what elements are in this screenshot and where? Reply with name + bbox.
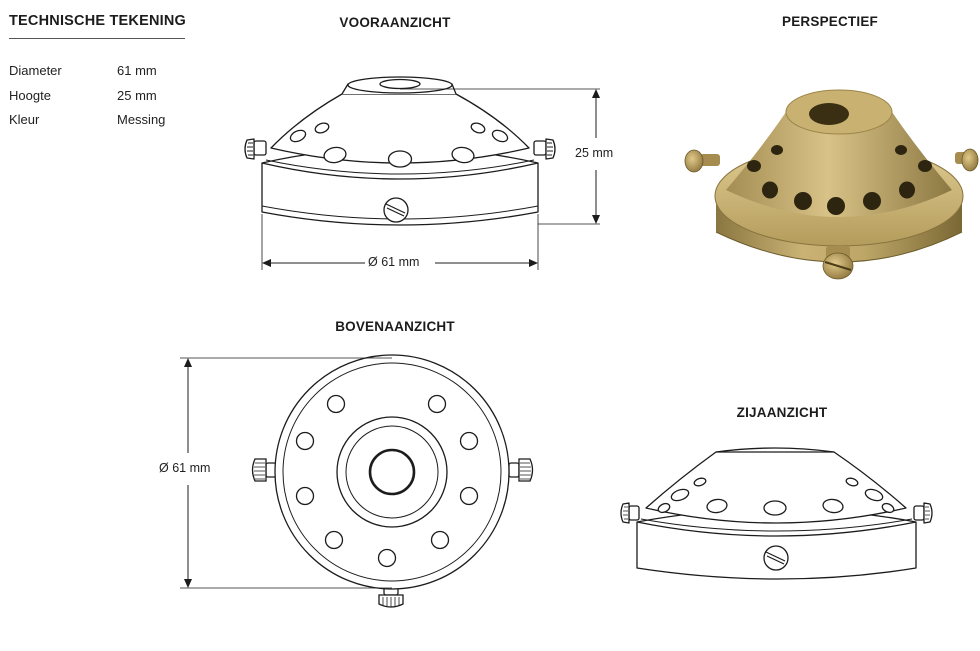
front-height-dimension-label: 25 mm	[575, 146, 614, 160]
side-view-vent-holes	[657, 477, 895, 516]
front-view-left-screw	[244, 138, 267, 160]
top-view-left-screw	[251, 458, 277, 482]
spec-label: Diameter	[9, 63, 62, 78]
perspective-front-screw	[822, 246, 854, 280]
side-view-right-screw	[913, 502, 933, 524]
spec-value: 25 mm	[117, 88, 157, 103]
top-view-vent-holes	[295, 394, 479, 568]
top-diameter-dimension-label: Ø 61 mm	[159, 461, 211, 475]
specs-title: TECHNISCHE TEKENING	[9, 13, 187, 29]
top-view-outer-rim	[274, 354, 510, 590]
top-view-dimensions	[180, 357, 392, 589]
top-view	[251, 354, 534, 608]
front-view-center-hole	[379, 78, 421, 90]
front-view-body	[261, 163, 539, 226]
spec-row-height: Hoogte 25 mm	[9, 88, 229, 106]
top-view-right-screw	[508, 458, 534, 482]
side-view	[620, 447, 933, 580]
perspective-left-screw	[684, 149, 720, 173]
spec-label: Kleur	[9, 112, 40, 127]
side-view-left-screw	[620, 502, 640, 524]
front-view	[244, 76, 556, 226]
perspective-center-hole	[809, 103, 849, 125]
perspective-right-screw	[955, 148, 979, 172]
top-view-center-hole	[368, 448, 416, 496]
spec-value: Messing	[117, 112, 166, 127]
front-view-front-screw	[383, 197, 409, 223]
perspective-vent-holes	[747, 145, 932, 215]
spec-row-color: Kleur Messing	[9, 112, 229, 130]
front-view-dome	[270, 93, 530, 164]
front-view-title: VOORAANZICHT	[339, 15, 451, 30]
side-view-title: ZIJAANZICHT	[736, 405, 828, 420]
spec-value: 61 mm	[117, 63, 157, 78]
front-view-right-screw	[533, 138, 556, 160]
title-underline	[9, 38, 185, 39]
top-view-title: BOVENAANZICHT	[335, 319, 455, 334]
side-view-front-screw	[763, 545, 789, 571]
spec-row-diameter: Diameter 61 mm	[9, 63, 229, 81]
perspective-view	[684, 89, 979, 280]
front-view-dimensions	[261, 88, 600, 270]
spec-label: Hoogte	[9, 88, 51, 103]
perspective-view-title: PERSPECTIEF	[782, 14, 878, 29]
front-width-dimension-label: Ø 61 mm	[368, 255, 420, 269]
front-view-vent-holes	[289, 122, 509, 168]
